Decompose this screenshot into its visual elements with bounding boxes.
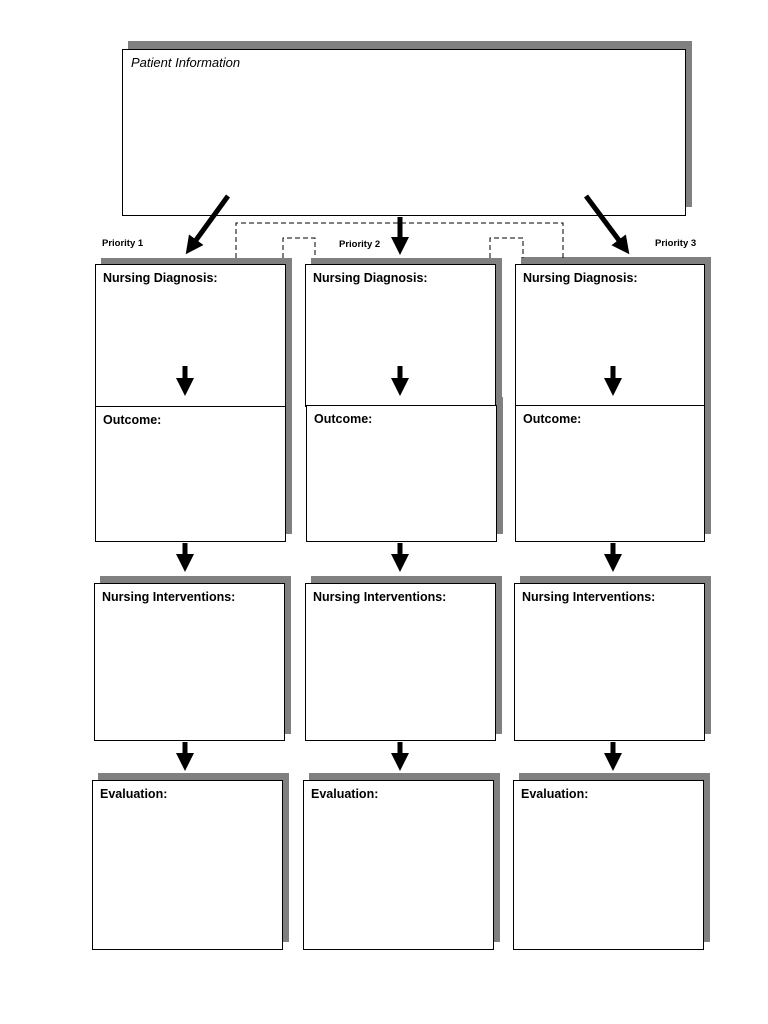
col1-evaluation-box[interactable]: Evaluation: — [92, 780, 283, 950]
col2-diagnosis-label: Nursing Diagnosis: — [313, 271, 428, 285]
priority-3-label: Priority 3 — [655, 238, 697, 249]
col3-evaluation-label: Evaluation: — [521, 787, 589, 801]
col3-interventions-box[interactable]: Nursing Interventions: — [514, 583, 705, 741]
col2-evaluation-label: Evaluation: — [311, 787, 379, 801]
priority-2-label: Priority 2 — [339, 239, 381, 250]
arrow-to-priority-3 — [583, 194, 630, 255]
col2-outcome-label: Outcome: — [314, 412, 373, 426]
col2-interventions-label: Nursing Interventions: — [313, 590, 447, 604]
dashed-link-outer — [235, 222, 564, 258]
arrow-to-priority-1 — [185, 194, 231, 255]
col1-outcome-label: Outcome: — [103, 413, 162, 427]
dashed-link-left-inner — [282, 237, 316, 258]
col1-interventions-label: Nursing Interventions: — [102, 590, 236, 604]
col3-evaluation-box[interactable]: Evaluation: — [513, 780, 704, 950]
col1-outcome-box[interactable]: Outcome: — [95, 406, 286, 542]
col2-interventions-box[interactable]: Nursing Interventions: — [305, 583, 496, 741]
col3-outcome-label: Outcome: — [523, 412, 582, 426]
patient-info-label: Patient Information — [131, 55, 241, 70]
col3-outcome-box[interactable]: Outcome: — [515, 405, 705, 542]
priority-1-label: Priority 1 — [102, 238, 144, 249]
col1-interventions-box[interactable]: Nursing Interventions: — [94, 583, 285, 741]
col3-diagnosis-label: Nursing Diagnosis: — [523, 271, 638, 285]
patient-info-box[interactable]: Patient Information — [122, 49, 686, 216]
col3-interventions-label: Nursing Interventions: — [522, 590, 656, 604]
dashed-link-right-inner — [489, 237, 524, 258]
col1-evaluation-label: Evaluation: — [100, 787, 168, 801]
col2-outcome-box[interactable]: Outcome: — [306, 405, 497, 542]
col2-evaluation-box[interactable]: Evaluation: — [303, 780, 494, 950]
col1-diagnosis-label: Nursing Diagnosis: — [103, 271, 218, 285]
